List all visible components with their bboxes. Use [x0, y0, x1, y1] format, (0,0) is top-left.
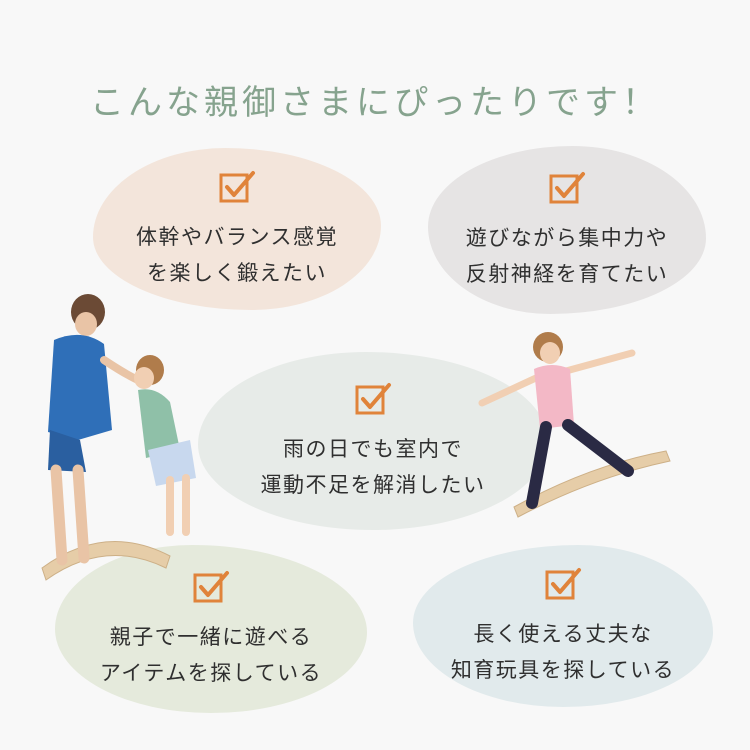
card-text-line: 雨の日でも室内で [283, 437, 463, 461]
card-text-line: アイテムを探している [99, 661, 323, 685]
card-text-line: を楽しく鍛えたい [147, 261, 327, 285]
checkbox-check-icon [355, 383, 391, 415]
photo-parent-child-balance-board [41, 294, 196, 581]
card-text-line: 遊びながら集中力や [465, 226, 669, 250]
card-durable-toy: 長く使える丈夫な 知育玩具を探している [413, 545, 713, 707]
card-concentration: 遊びながら集中力や 反射神経を育てたい [428, 146, 706, 314]
photo-child-on-balance-board [478, 332, 671, 518]
card-text-line: 知育玩具を探している [450, 658, 676, 682]
checkbox-check-icon [545, 568, 581, 600]
card-parent-child: 親子で一緒に遊べる アイテムを探している [55, 545, 367, 713]
card-indoor-exercise: 雨の日でも室内で 運動不足を解消したい [198, 352, 548, 530]
card-text-line: 長く使える丈夫な [473, 622, 653, 646]
card-core-balance: 体幹やバランス感覚 を楽しく鍛えたい [93, 148, 381, 310]
card-text-line: 運動不足を解消したい [260, 473, 486, 497]
card-text-line: 親子で一緒に遊べる [109, 625, 313, 649]
card-text-line: 体幹やバランス感覚 [135, 225, 339, 249]
checkbox-check-icon [549, 172, 585, 204]
headline: こんな親御さまにぴったりです！ [90, 82, 660, 123]
card-text-line: 反射神経を育てたい [465, 262, 669, 286]
checkbox-check-icon [193, 571, 229, 603]
checkbox-check-icon [219, 171, 255, 203]
